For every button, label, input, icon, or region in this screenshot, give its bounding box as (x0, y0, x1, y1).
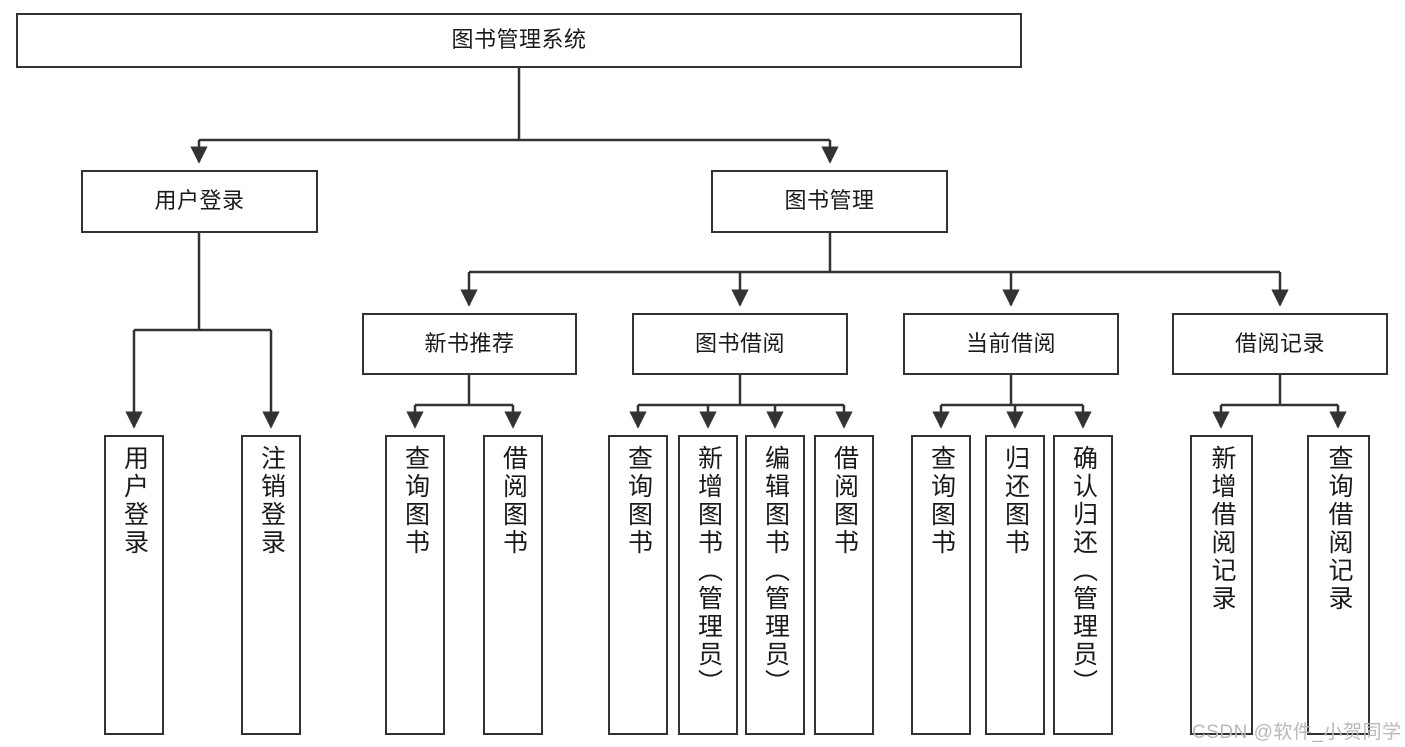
node-book-borrow[interactable]: 图书借阅 (632, 313, 848, 375)
node-leaf-query-book-3[interactable]: 查询图书 (911, 435, 971, 735)
node-leaf-borrow-book-1[interactable]: 借阅图书 (483, 435, 543, 735)
node-leaf-add-record-label: 新增借阅记录 (1208, 445, 1236, 613)
node-leaf-confirm-return-label: 确认归还（管理员） (1069, 445, 1098, 697)
node-leaf-confirm-return[interactable]: 确认归还（管理员） (1053, 435, 1113, 735)
node-borrow-record[interactable]: 借阅记录 (1172, 313, 1388, 375)
node-root-label: 图书管理系统 (451, 27, 587, 53)
node-book-manage[interactable]: 图书管理 (711, 170, 948, 233)
node-current-borrow[interactable]: 当前借阅 (903, 313, 1119, 375)
node-leaf-query-book-2[interactable]: 查询图书 (608, 435, 668, 735)
node-leaf-add-book[interactable]: 新增图书（管理员） (678, 435, 738, 735)
node-leaf-return-book[interactable]: 归还图书 (985, 435, 1045, 735)
node-leaf-add-book-label: 新增图书（管理员） (694, 445, 723, 697)
csdn-watermark: CSDN @软件_小贺同学 (1192, 717, 1401, 744)
node-new-book-rec[interactable]: 新书推荐 (362, 313, 577, 375)
node-leaf-query-book-3-label: 查询图书 (927, 445, 956, 557)
node-user-login-label: 用户登录 (154, 188, 245, 214)
node-leaf-user-login-label: 用户登录 (120, 445, 149, 557)
node-leaf-user-logout[interactable]: 注销登录 (241, 435, 301, 735)
node-leaf-query-book-1-label: 查询图书 (401, 445, 430, 557)
node-leaf-return-book-label: 归还图书 (1001, 445, 1030, 557)
csdn-watermark-text: CSDN @软件_小贺同学 (1192, 722, 1402, 743)
node-leaf-borrow-book-1-label: 借阅图书 (499, 445, 528, 557)
node-leaf-edit-book[interactable]: 编辑图书（管理员） (745, 435, 805, 735)
node-leaf-edit-book-label: 编辑图书（管理员） (761, 445, 790, 697)
node-book-borrow-label: 图书借阅 (694, 330, 785, 356)
node-leaf-borrow-book-2-label: 借阅图书 (830, 445, 859, 557)
node-borrow-record-label: 借阅记录 (1234, 330, 1325, 356)
node-leaf-query-record-label: 查询借阅记录 (1325, 445, 1353, 613)
node-leaf-query-record[interactable]: 查询借阅记录 (1307, 435, 1370, 735)
node-leaf-borrow-book-2[interactable]: 借阅图书 (814, 435, 874, 735)
node-leaf-add-record[interactable]: 新增借阅记录 (1190, 435, 1253, 735)
node-current-borrow-label: 当前借阅 (965, 330, 1056, 356)
node-root[interactable]: 图书管理系统 (16, 13, 1022, 68)
node-leaf-query-book-1[interactable]: 查询图书 (385, 435, 445, 735)
node-leaf-user-logout-label: 注销登录 (257, 445, 286, 557)
node-book-manage-label: 图书管理 (784, 188, 875, 214)
node-new-book-rec-label: 新书推荐 (424, 330, 515, 356)
node-leaf-query-book-2-label: 查询图书 (624, 445, 653, 557)
node-leaf-user-login[interactable]: 用户登录 (104, 435, 164, 735)
node-user-login[interactable]: 用户登录 (81, 170, 318, 233)
